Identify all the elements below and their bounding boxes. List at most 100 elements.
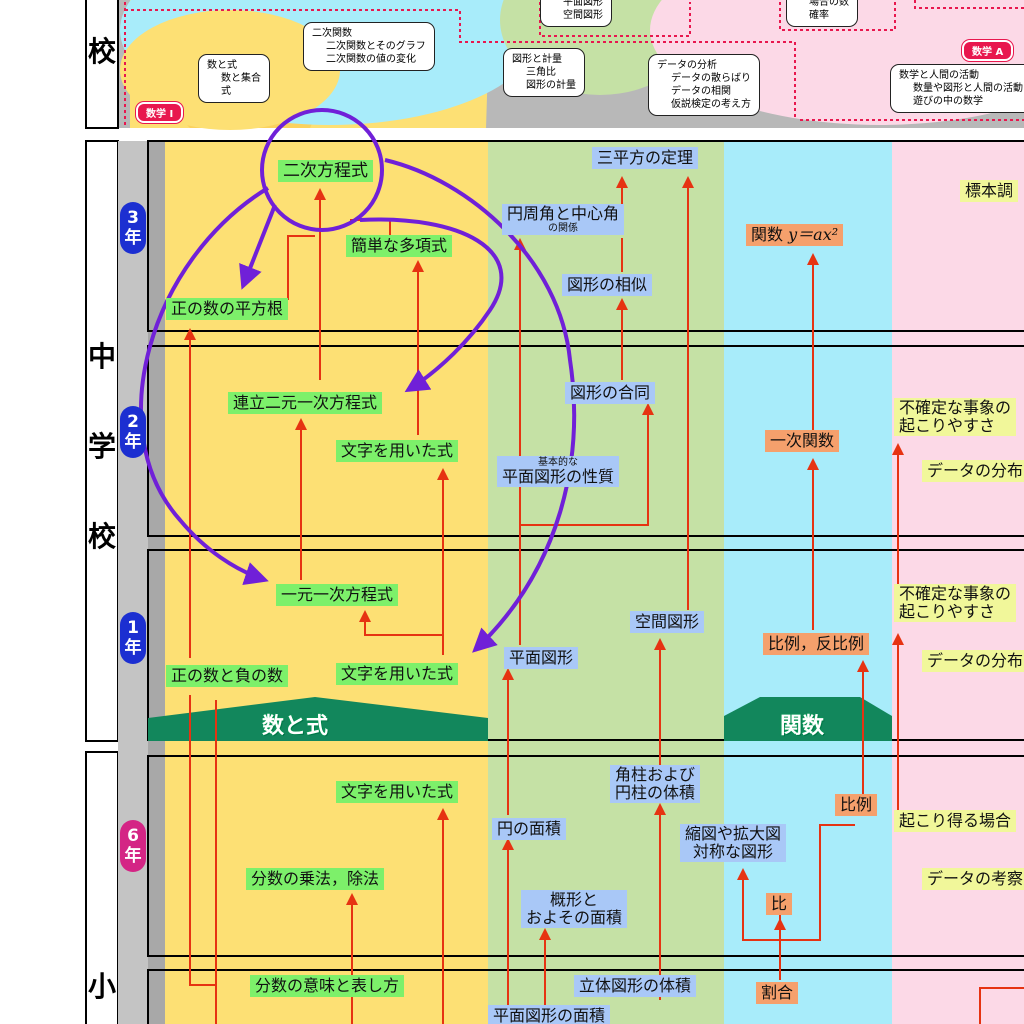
label-simultaneous-linear: 連立二元一次方程式 <box>228 392 383 414</box>
label-letters-expr-2: 文字を用いた式 <box>336 440 459 462</box>
hs-box-title: 図形と計量 <box>512 54 562 65</box>
label-letters-expr-6: 文字を用いた式 <box>336 781 459 803</box>
label-inscribed-angle-main: 円周角と中心角 <box>507 204 620 223</box>
label-linear-equation: 一元一次方程式 <box>276 584 399 606</box>
label-sampling: 標本調 <box>960 180 1019 202</box>
grade-num: 2 <box>127 412 139 432</box>
label-uncertain-2b: 起こりやすさ <box>899 416 996 435</box>
label-uncertain-1: 不確定な事象の 起こりやすさ <box>894 584 1017 622</box>
elementary-school-char: 小 <box>87 970 116 1003</box>
hs-item: データの散らばり <box>671 73 751 84</box>
hs-item: データの相関 <box>671 86 731 97</box>
label-prism-cylinder-1: 角柱および <box>615 765 696 784</box>
middle-school-char-2: 学 <box>87 430 116 463</box>
hs-item: 二次関数とそのグラフ <box>326 41 426 52</box>
label-reduced-enlarged: 縮図や拡大図 対称な図形 <box>680 824 787 862</box>
label-prism-cylinder: 角柱および 円柱の体積 <box>610 765 701 803</box>
label-simple-polynomial: 簡単な多項式 <box>346 235 453 257</box>
grade-badge-2: 2 年 <box>120 406 146 458</box>
label-uncertain-2: 不確定な事象の 起こりやすさ <box>894 398 1017 436</box>
label-ratio: 比 <box>766 893 793 915</box>
label-function-word: 関数 <box>751 225 784 244</box>
label-basic-properties-small: 基本的な <box>538 457 578 468</box>
category-numbers-expressions: 数と式 <box>262 714 329 739</box>
label-fraction-meaning: 分数の意味と表し方 <box>250 975 405 997</box>
label-approximate-area-1: 概形と <box>550 890 599 909</box>
label-uncertain-1b: 起こりやすさ <box>899 602 996 621</box>
hs-box-data-analysis: データの分析 データの散らばり データの相関 仮説検定の考え方 <box>648 54 760 116</box>
label-function-formula: y＝ax² <box>788 225 839 244</box>
label-circle-area: 円の面積 <box>492 818 567 840</box>
hs-box-geometry: 平面図形 空間図形 <box>540 0 612 27</box>
label-prism-cylinder-2: 円柱の体積 <box>615 783 696 802</box>
label-quadratic-equation: 二次方程式 <box>278 160 373 182</box>
grade-suffix: 年 <box>124 846 142 866</box>
label-approximate-area: 概形と およその面積 <box>521 890 628 928</box>
hs-box-title: データの分析 <box>657 60 717 71</box>
middle-school-char-1: 中 <box>87 340 116 373</box>
hs-item: 数と集合 <box>221 73 261 84</box>
label-possible-cases: 起こり得る場合 <box>894 810 1017 832</box>
label-sqrt-positive: 正の数の平方根 <box>166 298 289 320</box>
hs-item: 場合の数 <box>809 0 849 8</box>
grade-suffix: 年 <box>124 228 142 248</box>
grade-num: 3 <box>127 208 139 228</box>
hs-item: 図形の計量 <box>526 80 576 91</box>
label-function-quadratic: 関数 y＝ax² <box>746 224 844 246</box>
label-fraction-mult-div: 分数の乗法，除法 <box>246 868 385 890</box>
hs-box-title: 数と式 <box>207 60 237 71</box>
hs-item: 空間図形 <box>563 10 603 21</box>
label-reduced-enlarged-1: 縮図や拡大図 <box>685 824 782 843</box>
middle-school-char-3: 校 <box>87 520 116 553</box>
label-pos-neg-numbers: 正の数と負の数 <box>166 665 289 687</box>
high-school-char: 校 <box>87 35 116 68</box>
hs-box-numbers-expressions: 数と式 数と集合 式 <box>198 54 270 103</box>
grade-suffix: 年 <box>124 638 142 658</box>
label-uncertain-2a: 不確定な事象の <box>899 398 1012 417</box>
hs-item: 式 <box>221 86 231 97</box>
label-plane-area: 平面図形の面積 <box>488 1005 611 1024</box>
hs-box-figures-measurement: 図形と計量 三角比 図形の計量 <box>503 48 585 97</box>
label-basic-properties-main: 平面図形の性質 <box>502 467 615 486</box>
grade-suffix: 年 <box>124 432 142 452</box>
label-data-consideration: データの考察 <box>922 868 1024 890</box>
tag-math-a: 数学 A <box>962 40 1014 61</box>
hs-item: 三角比 <box>526 67 556 78</box>
hs-box-title: 二次関数 <box>312 28 352 39</box>
grade-badge-3: 3 年 <box>120 202 146 254</box>
label-letters-expr-1: 文字を用いた式 <box>336 663 459 685</box>
label-linear-function: 一次関数 <box>765 430 840 452</box>
grade-num: 1 <box>127 618 139 638</box>
hs-box-quadratic-functions: 二次関数 二次関数とそのグラフ 二次関数の値の変化 <box>303 22 435 71</box>
label-plane-figures: 平面図形 <box>504 647 579 669</box>
label-solid-volume: 立体図形の体積 <box>574 975 697 997</box>
grade-badge-1: 1 年 <box>120 612 146 664</box>
label-uncertain-1a: 不確定な事象の <box>899 584 1012 603</box>
label-space-figures: 空間図形 <box>630 611 705 633</box>
hs-box-title: 数学と人間の活動 <box>899 70 979 81</box>
label-ratio-6: 比例 <box>835 794 878 816</box>
hs-item: 平面図形 <box>563 0 603 8</box>
label-proportion: 比例，反比例 <box>763 633 870 655</box>
label-pythagorean: 三平方の定理 <box>592 147 699 169</box>
hs-item: 二次関数の値の変化 <box>326 54 416 65</box>
hs-item: 仮説検定の考え方 <box>671 99 751 110</box>
label-data-distribution-2: データの分布 <box>922 460 1024 482</box>
label-congruence: 図形の合同 <box>565 382 656 404</box>
grade-badge-6: 6 年 <box>120 820 146 872</box>
label-inscribed-angle-sub: の関係 <box>548 223 578 234</box>
label-reduced-enlarged-2: 対称な図形 <box>693 842 774 861</box>
category-functions: 関数 <box>780 714 825 739</box>
hs-item: 確率 <box>809 10 829 21</box>
hs-item: 遊びの中の数学 <box>913 96 983 107</box>
hs-box-probability: 場合の数 確率 <box>786 0 858 27</box>
label-percentage: 割合 <box>756 982 799 1004</box>
hs-box-human-activity: 数学と人間の活動 数量や図形と人間の活動 遊びの中の数学 <box>890 64 1024 113</box>
grade-num: 6 <box>127 826 139 846</box>
tag-math-1: 数学 I <box>136 102 184 123</box>
label-approximate-area-2: およその面積 <box>526 908 623 927</box>
label-basic-properties: 基本的な 平面図形の性質 <box>497 456 620 487</box>
label-similarity: 図形の相似 <box>562 274 653 296</box>
